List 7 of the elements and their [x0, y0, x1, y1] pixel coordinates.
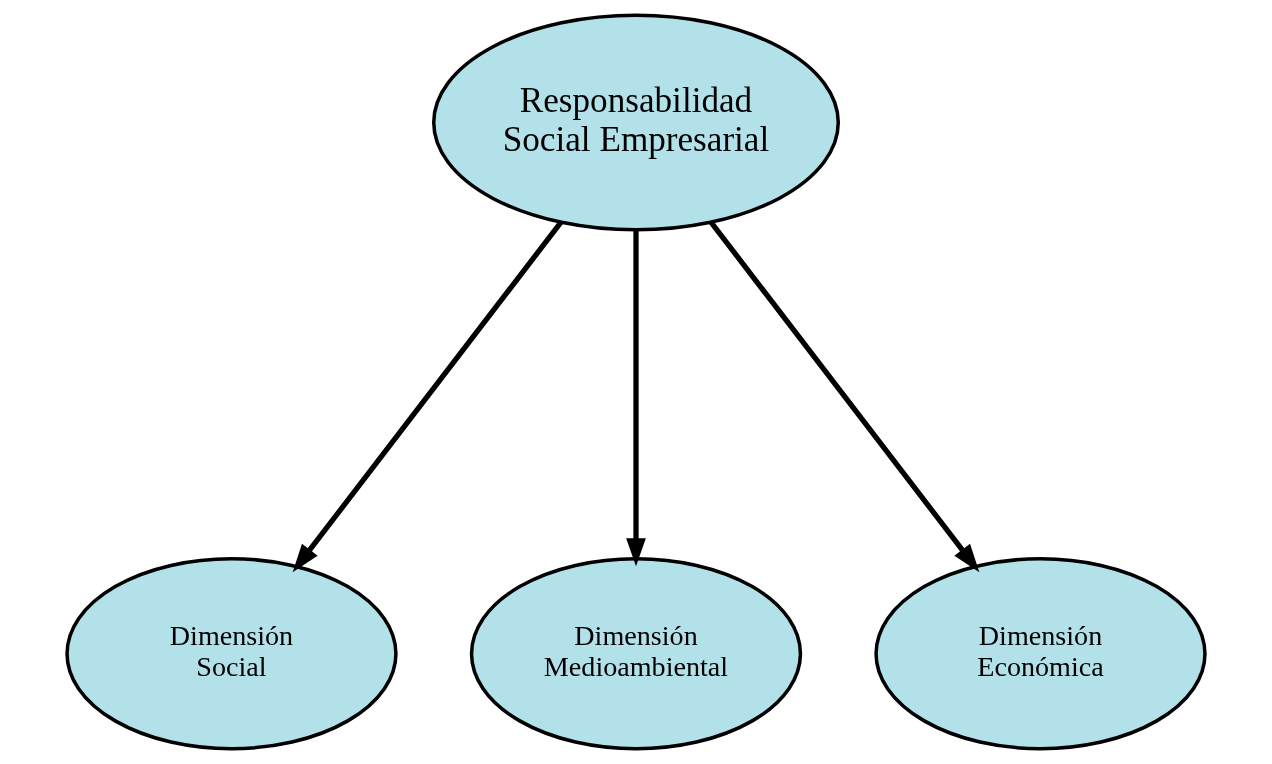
node-ellipse: Dimensión Social	[65, 557, 398, 751]
node-ellipse: Dimensión Medioambiental	[469, 557, 803, 751]
arrow	[626, 230, 646, 567]
arrow	[709, 220, 980, 573]
node-ellipse: Dimensión Económica	[874, 557, 1207, 751]
arrow	[292, 220, 563, 573]
node-ellipse: Responsabilidad Social Empresarial	[432, 13, 840, 232]
